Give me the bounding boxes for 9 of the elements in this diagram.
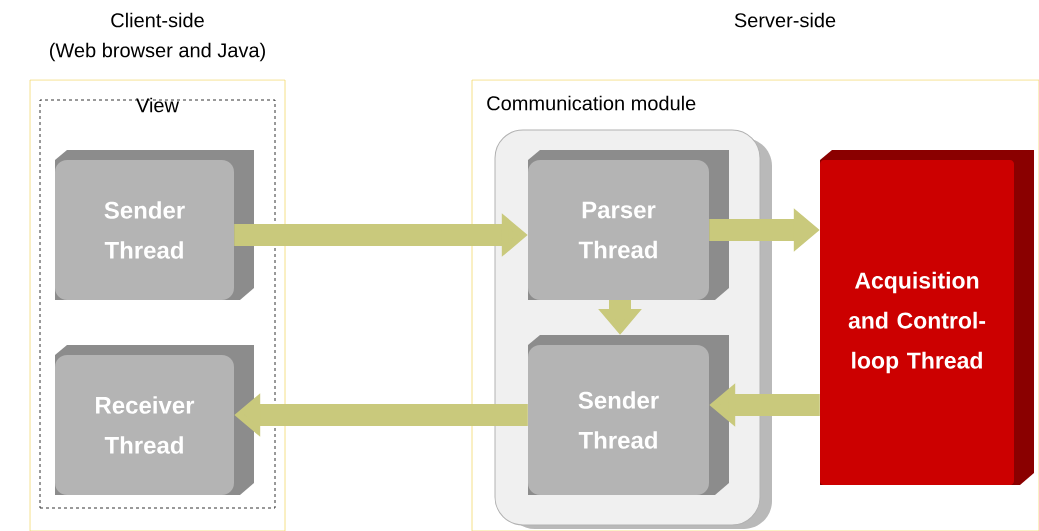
heading: Server-side (734, 12, 836, 28)
thread-block: Sender Thread (55, 150, 254, 300)
thread-block: Parser Thread (528, 150, 729, 300)
heading: Communication module (487, 95, 696, 111)
heading: (Web browser and Java) (50, 42, 265, 62)
heading: Client-side (111, 12, 204, 28)
thread-block: Receiver Thread (55, 345, 254, 495)
thread-block: Sender Thread (528, 335, 729, 495)
thread-block: Acquisition and Control-loop Thread (820, 150, 1034, 485)
